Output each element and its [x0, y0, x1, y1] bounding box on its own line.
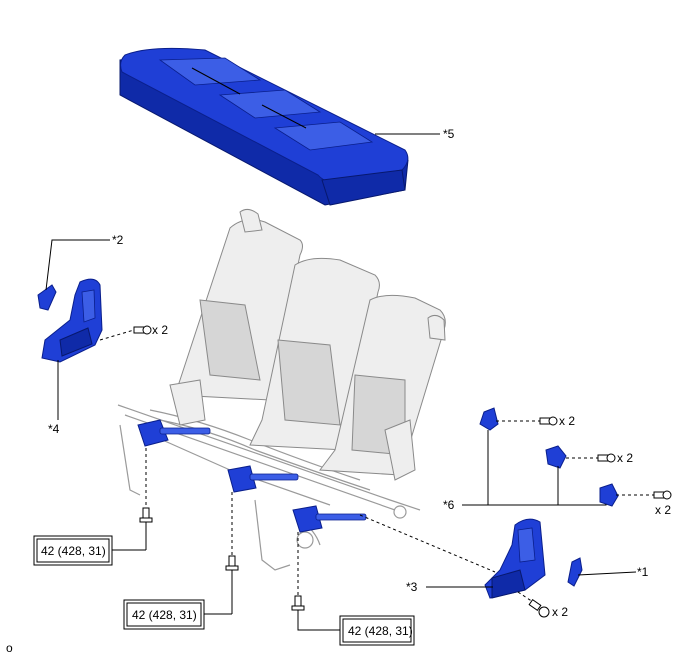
- bolt-icon: [291, 595, 305, 611]
- qty-bolt-part-4: x 2: [152, 323, 168, 337]
- bolt-icon: [133, 325, 152, 335]
- hinge-cover-part-4: [41, 278, 103, 363]
- torque-box-middle: [123, 599, 205, 630]
- leader-part-6: [487, 430, 607, 506]
- qty-part-6-b: x 2: [617, 451, 633, 465]
- bolt-icon: [139, 507, 153, 523]
- bolt-icon: [597, 453, 616, 463]
- bolt-icon: [539, 416, 558, 426]
- torque-value-right: 42 (428, 31): [348, 624, 413, 638]
- torque-box-right: [339, 615, 415, 646]
- seat-back-assembly: [117, 208, 446, 571]
- leader-part-1: [577, 571, 637, 576]
- bolt-icon: [653, 490, 672, 500]
- dash-bolt-part-4: [99, 329, 135, 341]
- torque-box-left: [33, 535, 113, 566]
- qty-bolt-part-3: x 2: [552, 605, 568, 619]
- label-part-5: *5: [443, 127, 455, 141]
- label-part-6: *6: [443, 498, 455, 512]
- torque-value-left: 42 (428, 31): [41, 544, 106, 558]
- hinge-cover-part-3: [484, 518, 546, 599]
- cover-part-6-c: [599, 483, 619, 507]
- hinge-bracket-left: [137, 419, 211, 447]
- diagram-code: o: [6, 641, 13, 655]
- qty-part-6-a: x 2: [559, 414, 575, 428]
- cover-part-2: [37, 284, 57, 311]
- label-part-4: *4: [48, 422, 60, 436]
- label-part-3: *3: [406, 580, 418, 594]
- label-part-1: *1: [637, 565, 649, 579]
- hinge-bracket-right: [292, 505, 367, 533]
- label-part-2: *2: [112, 233, 124, 247]
- leader-torque-right: [297, 610, 342, 631]
- torque-value-middle: 42 (428, 31): [132, 608, 197, 622]
- hinge-bracket-middle: [227, 465, 299, 493]
- bolt-icon: [225, 555, 239, 571]
- qty-part-6-c: x 2: [655, 503, 671, 517]
- dash-part-3: [359, 514, 496, 573]
- cover-part-1: [567, 557, 583, 587]
- cover-part-6-a: [479, 407, 499, 431]
- seat-cushion-part-5: [119, 47, 409, 206]
- leader-part-2: [45, 239, 110, 291]
- cover-part-6-b: [545, 445, 567, 469]
- bolt-icon: [528, 598, 550, 618]
